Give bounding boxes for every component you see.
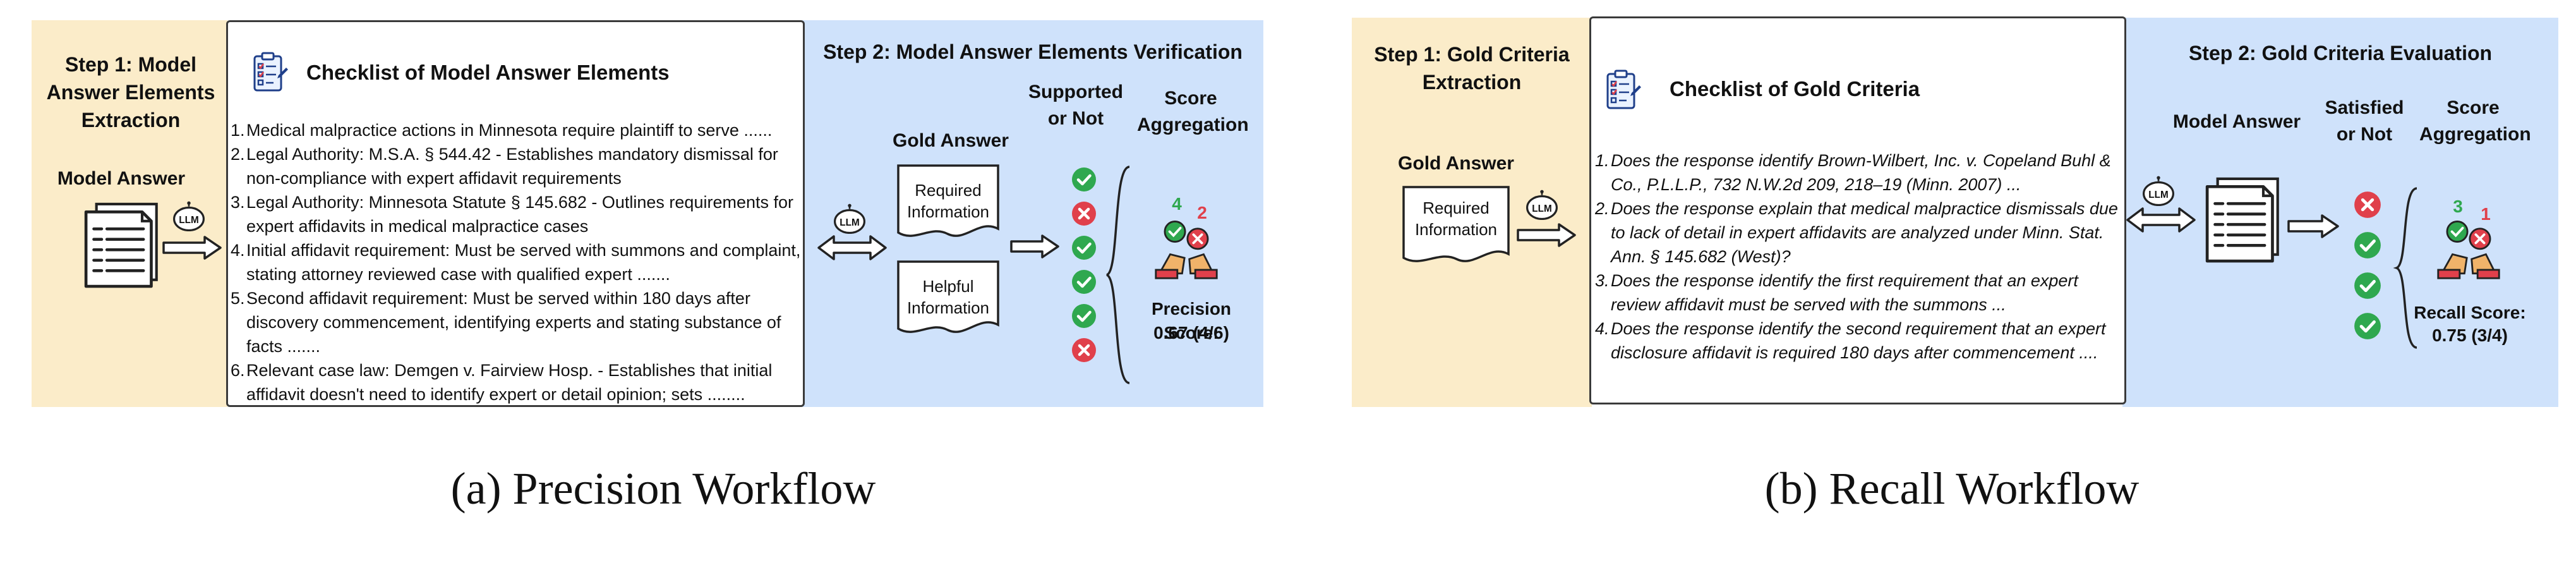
cross-icon <box>2354 191 2381 219</box>
recall-checklist-title: Checklist of Gold Criteria <box>1670 77 1920 100</box>
precision-brace-icon <box>1102 166 1130 384</box>
checklist-item-number: 1. <box>1595 151 1610 170</box>
precision-llm-icon <box>172 201 206 231</box>
precision-count-pass: 4 <box>1172 194 1182 214</box>
recall-required-info-label: Required Information <box>1414 198 1498 239</box>
recall-checklist-items: 1.Does the response identify Brown-Wilbe… <box>1595 149 2123 365</box>
checklist-item-number: 3. <box>231 193 245 212</box>
precision-checklist-items: 1.Medical malpractice actions in Minneso… <box>231 118 803 406</box>
precision-step2-title: Step 2: Model Answer Elements Verificati… <box>823 40 1243 63</box>
checklist-item-text: Does the response explain that medical m… <box>1611 199 2118 266</box>
recall-aggregation-header: Score Aggregation <box>2419 97 2531 145</box>
precision-score-value: 0.67 (4/6) <box>1153 323 1229 343</box>
clipboard-icon <box>251 51 289 93</box>
precision-checklist-box: Checklist of Model Answer Elements 1.Med… <box>226 20 805 407</box>
checklist-item-number: 1. <box>231 121 245 140</box>
checklist-item-text: Medical malpractice actions in Minnesota… <box>246 121 773 140</box>
checklist-item: 6.Relevant case law: Demgen v. Fairview … <box>231 358 803 406</box>
checklist-item-text: Legal Authority: Minnesota Statute § 145… <box>246 193 794 236</box>
checklist-item-number: 5. <box>231 289 245 308</box>
check-icon <box>2354 231 2381 259</box>
recall-llm-icon-2 <box>2141 176 2176 206</box>
checklist-item-text: Does the response identify the second re… <box>1611 319 2106 362</box>
checklist-item: 4.Does the response identify the second … <box>1595 317 2123 365</box>
clipboard-icon <box>1604 69 1642 111</box>
check-icon <box>2354 312 2381 340</box>
recall-compare-arrow-icon <box>2126 207 2196 233</box>
checklist-item-text: Initial affidavit requirement: Must be s… <box>246 241 801 284</box>
precision-step1-title: Step 1: Model Answer Elements Extraction <box>46 53 215 131</box>
checklist-item-number: 2. <box>231 145 245 164</box>
recall-reference-label: Model Answer <box>2172 111 2301 132</box>
precision-step1-input-label: Model Answer <box>57 168 186 189</box>
recall-count-pass: 3 <box>2453 197 2463 216</box>
precision-helpful-info-doc <box>897 260 999 333</box>
recall-step2-title: Step 2: Gold Criteria Evaluation <box>2188 42 2493 64</box>
recall-verdict-header: Satisfied or Not <box>2325 97 2404 145</box>
precision-reference-label: Gold Answer <box>893 130 1009 151</box>
precision-required-info-doc <box>897 164 999 237</box>
recall-checklist-box: Checklist of Gold Criteria 1.Does the re… <box>1589 16 2126 404</box>
checklist-item-number: 6. <box>231 361 245 380</box>
checklist-item-number: 4. <box>231 241 245 260</box>
precision-checklist-title: Checklist of Model Answer Elements <box>306 61 670 84</box>
check-icon <box>1071 167 1097 192</box>
checklist-item-text: Does the response identify the first req… <box>1611 271 2078 314</box>
checklist-item: 1.Does the response identify Brown-Wilbe… <box>1595 149 2123 197</box>
recall-score-label: Recall Score: <box>2414 303 2526 322</box>
checklist-item-text: Legal Authority: M.S.A. § 544.42 - Estab… <box>246 145 778 188</box>
precision-helpful-info-label: Helpful Information <box>906 277 990 317</box>
checklist-item-number: 4. <box>1595 319 1610 338</box>
check-icon <box>1071 269 1097 295</box>
checklist-item: 2.Legal Authority: M.S.A. § 544.42 - Est… <box>231 142 803 190</box>
precision-score-label: Precision Score: <box>1151 299 1232 343</box>
recall-step1-input-label: Gold Answer <box>1398 153 1514 174</box>
precision-verdict-header: Supported or Not <box>1028 82 1123 129</box>
precision-compare-arrow-icon <box>817 235 887 260</box>
precision-llm-icon-2 <box>833 203 867 234</box>
cross-icon <box>1071 337 1097 363</box>
recall-step1-title: Step 1: Gold Criteria Extraction <box>1374 43 1570 94</box>
recall-llm-icon <box>1525 190 1559 220</box>
recall-model-answer-doc-icon <box>2205 177 2283 263</box>
precision-model-answer-doc-icon <box>83 202 162 288</box>
checklist-item-text: Relevant case law: Demgen v. Fairview Ho… <box>246 361 773 404</box>
precision-count-fail: 2 <box>1197 203 1207 222</box>
check-icon <box>2354 272 2381 300</box>
checklist-item: 3.Legal Authority: Minnesota Statute § 1… <box>231 190 803 238</box>
recall-step2-panel <box>2122 18 2558 407</box>
checklist-item: 3.Does the response identify the first r… <box>1595 269 2123 317</box>
checklist-item-text: Does the response identify Brown-Wilbert… <box>1611 151 2111 194</box>
precision-required-info-label: Required Information <box>906 181 990 221</box>
checklist-item: 1.Medical malpractice actions in Minneso… <box>231 118 803 142</box>
recall-brace-icon <box>2393 187 2417 349</box>
cross-icon <box>1071 201 1097 226</box>
checklist-item-text: Second affidavit requirement: Must be se… <box>246 289 781 356</box>
recall-count-fail: 1 <box>2481 204 2491 224</box>
check-icon <box>1071 235 1097 260</box>
checklist-item: 4.Initial affidavit requirement: Must be… <box>231 238 803 286</box>
recall-gold-answer-doc <box>1402 186 1510 262</box>
recall-caption: (b) Recall Workflow <box>1764 463 2140 514</box>
recall-scoring-icon <box>2436 215 2501 281</box>
recall-verify-arrow-icon <box>2287 214 2339 238</box>
precision-step2-panel <box>802 20 1263 407</box>
checklist-item: 2.Does the response explain that medical… <box>1595 197 2123 269</box>
precision-verify-arrow-icon <box>1010 234 1059 258</box>
precision-scoring-icon <box>1153 215 1219 281</box>
checklist-item-number: 3. <box>1595 271 1610 290</box>
checklist-item-number: 2. <box>1595 199 1610 218</box>
check-icon <box>1071 303 1097 329</box>
precision-caption: (a) Precision Workflow <box>450 463 876 514</box>
recall-score-value: 0.75 (3/4) <box>2432 325 2508 345</box>
precision-aggregation-header: Score Aggregation <box>1137 88 1249 135</box>
recall-extract-arrow-icon <box>1517 223 1576 247</box>
precision-extract-arrow-icon <box>162 236 222 260</box>
checklist-item: 5.Second affidavit requirement: Must be … <box>231 286 803 358</box>
